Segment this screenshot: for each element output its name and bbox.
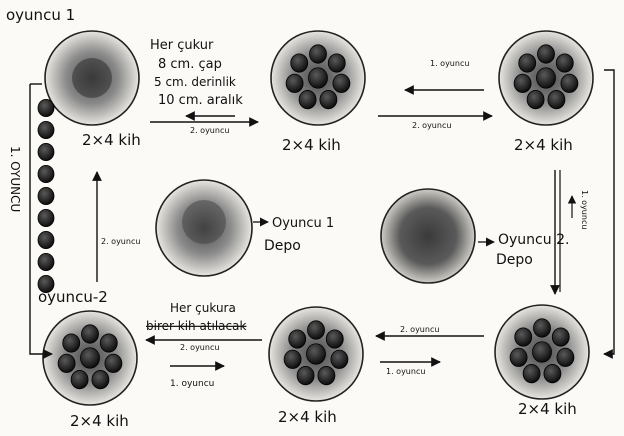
pit-caption-bottom-right: 2×4 kih [518, 400, 577, 418]
seed [537, 68, 556, 89]
depo-player-1 [156, 180, 252, 276]
seed [71, 370, 88, 388]
seed [515, 328, 532, 346]
seed [58, 354, 75, 372]
side-seed [38, 209, 54, 226]
depo2-label-b: Depo [496, 252, 533, 268]
depo1-label-b: Depo [264, 238, 301, 254]
side-seed [38, 143, 54, 160]
seed [523, 364, 540, 382]
note-top-line-4: 10 cm. aralık [158, 93, 243, 108]
arrow-label-vertical-left: 2. oyuncu [101, 237, 140, 246]
seed [284, 350, 301, 368]
seed [318, 366, 335, 384]
arrow-label-top-2: 1. oyuncu [430, 59, 469, 68]
pit-caption-bottom-left: 2×4 kih [70, 412, 129, 430]
seed [289, 330, 306, 348]
side-seed [38, 187, 54, 204]
arrow-label-vertical-right: 1. oyuncu [580, 190, 589, 229]
seed [333, 74, 350, 92]
seed [310, 45, 327, 63]
seed [63, 334, 80, 352]
seed [326, 330, 343, 348]
arrow-label-bottom-1: 2. oyuncu [180, 343, 219, 352]
arrow-label-bottom-3: 2. oyuncu [400, 325, 439, 334]
note-bottom-line-2: birer kih atılacak [146, 319, 246, 333]
note-bottom-line-1: Her çukura [170, 301, 236, 315]
pit-caption-top-left: 2×4 kih [82, 131, 141, 149]
player1-vertical-label: 1. OYUNCU [8, 146, 22, 212]
seed [527, 90, 544, 108]
seed [510, 348, 527, 366]
seed [556, 54, 573, 72]
seed [519, 54, 536, 72]
seed [309, 68, 328, 89]
seed [548, 90, 565, 108]
note-top-line-2: 8 cm. çap [158, 57, 222, 72]
seed [82, 325, 99, 343]
arrow-label-top-1: 2. oyuncu [190, 126, 229, 135]
seed [297, 366, 314, 384]
seed [533, 342, 552, 363]
side-seed [38, 99, 54, 116]
pit-caption-top-middle: 2×4 kih [282, 136, 341, 154]
seed [307, 344, 326, 365]
pit-top-middle [271, 31, 365, 125]
seed [331, 350, 348, 368]
seed [538, 45, 555, 63]
arrow-label-top-3: 2. oyuncu [412, 121, 451, 130]
seed [328, 54, 345, 72]
seed [561, 74, 578, 92]
pit-top-right [499, 31, 593, 125]
pit-bottom-right [495, 305, 589, 399]
seed [534, 319, 551, 337]
seed [105, 354, 122, 372]
side-seed [38, 253, 54, 270]
pit-bottom-middle [269, 307, 363, 401]
seed [552, 328, 569, 346]
depo-player-2 [381, 189, 475, 283]
pit-caption-bottom-middle: 2×4 kih [278, 408, 337, 426]
pit-caption-top-right: 2×4 kih [514, 136, 573, 154]
depo1-label-a: Oyuncu 1 [272, 216, 334, 231]
depo2-label-a: Oyuncu 2. [498, 232, 569, 248]
seed [100, 334, 117, 352]
player1-label: oyuncu 1 [6, 6, 75, 24]
side-seed [38, 165, 54, 182]
seed [299, 90, 316, 108]
arrow-label-bottom-2: 1. oyuncu [170, 379, 214, 389]
seed [320, 90, 337, 108]
seed [557, 348, 574, 366]
seed [291, 54, 308, 72]
note-top-line-3: 5 cm. derinlik [154, 75, 236, 89]
right-frame-line [604, 70, 614, 354]
pit-top-left [45, 31, 139, 125]
seed [308, 321, 325, 339]
side-seed [38, 121, 54, 138]
seed [81, 348, 100, 369]
seed [544, 364, 561, 382]
seed [514, 74, 531, 92]
pit-bottom-left [43, 311, 137, 405]
side-seed [38, 231, 54, 248]
player2-label: oyuncu-2 [38, 288, 108, 306]
side-seed-column [38, 99, 54, 292]
note-top-line-1: Her çukur [150, 38, 214, 53]
seed [286, 74, 303, 92]
seed [92, 370, 109, 388]
arrow-label-bottom-4: 1. oyuncu [386, 367, 425, 376]
